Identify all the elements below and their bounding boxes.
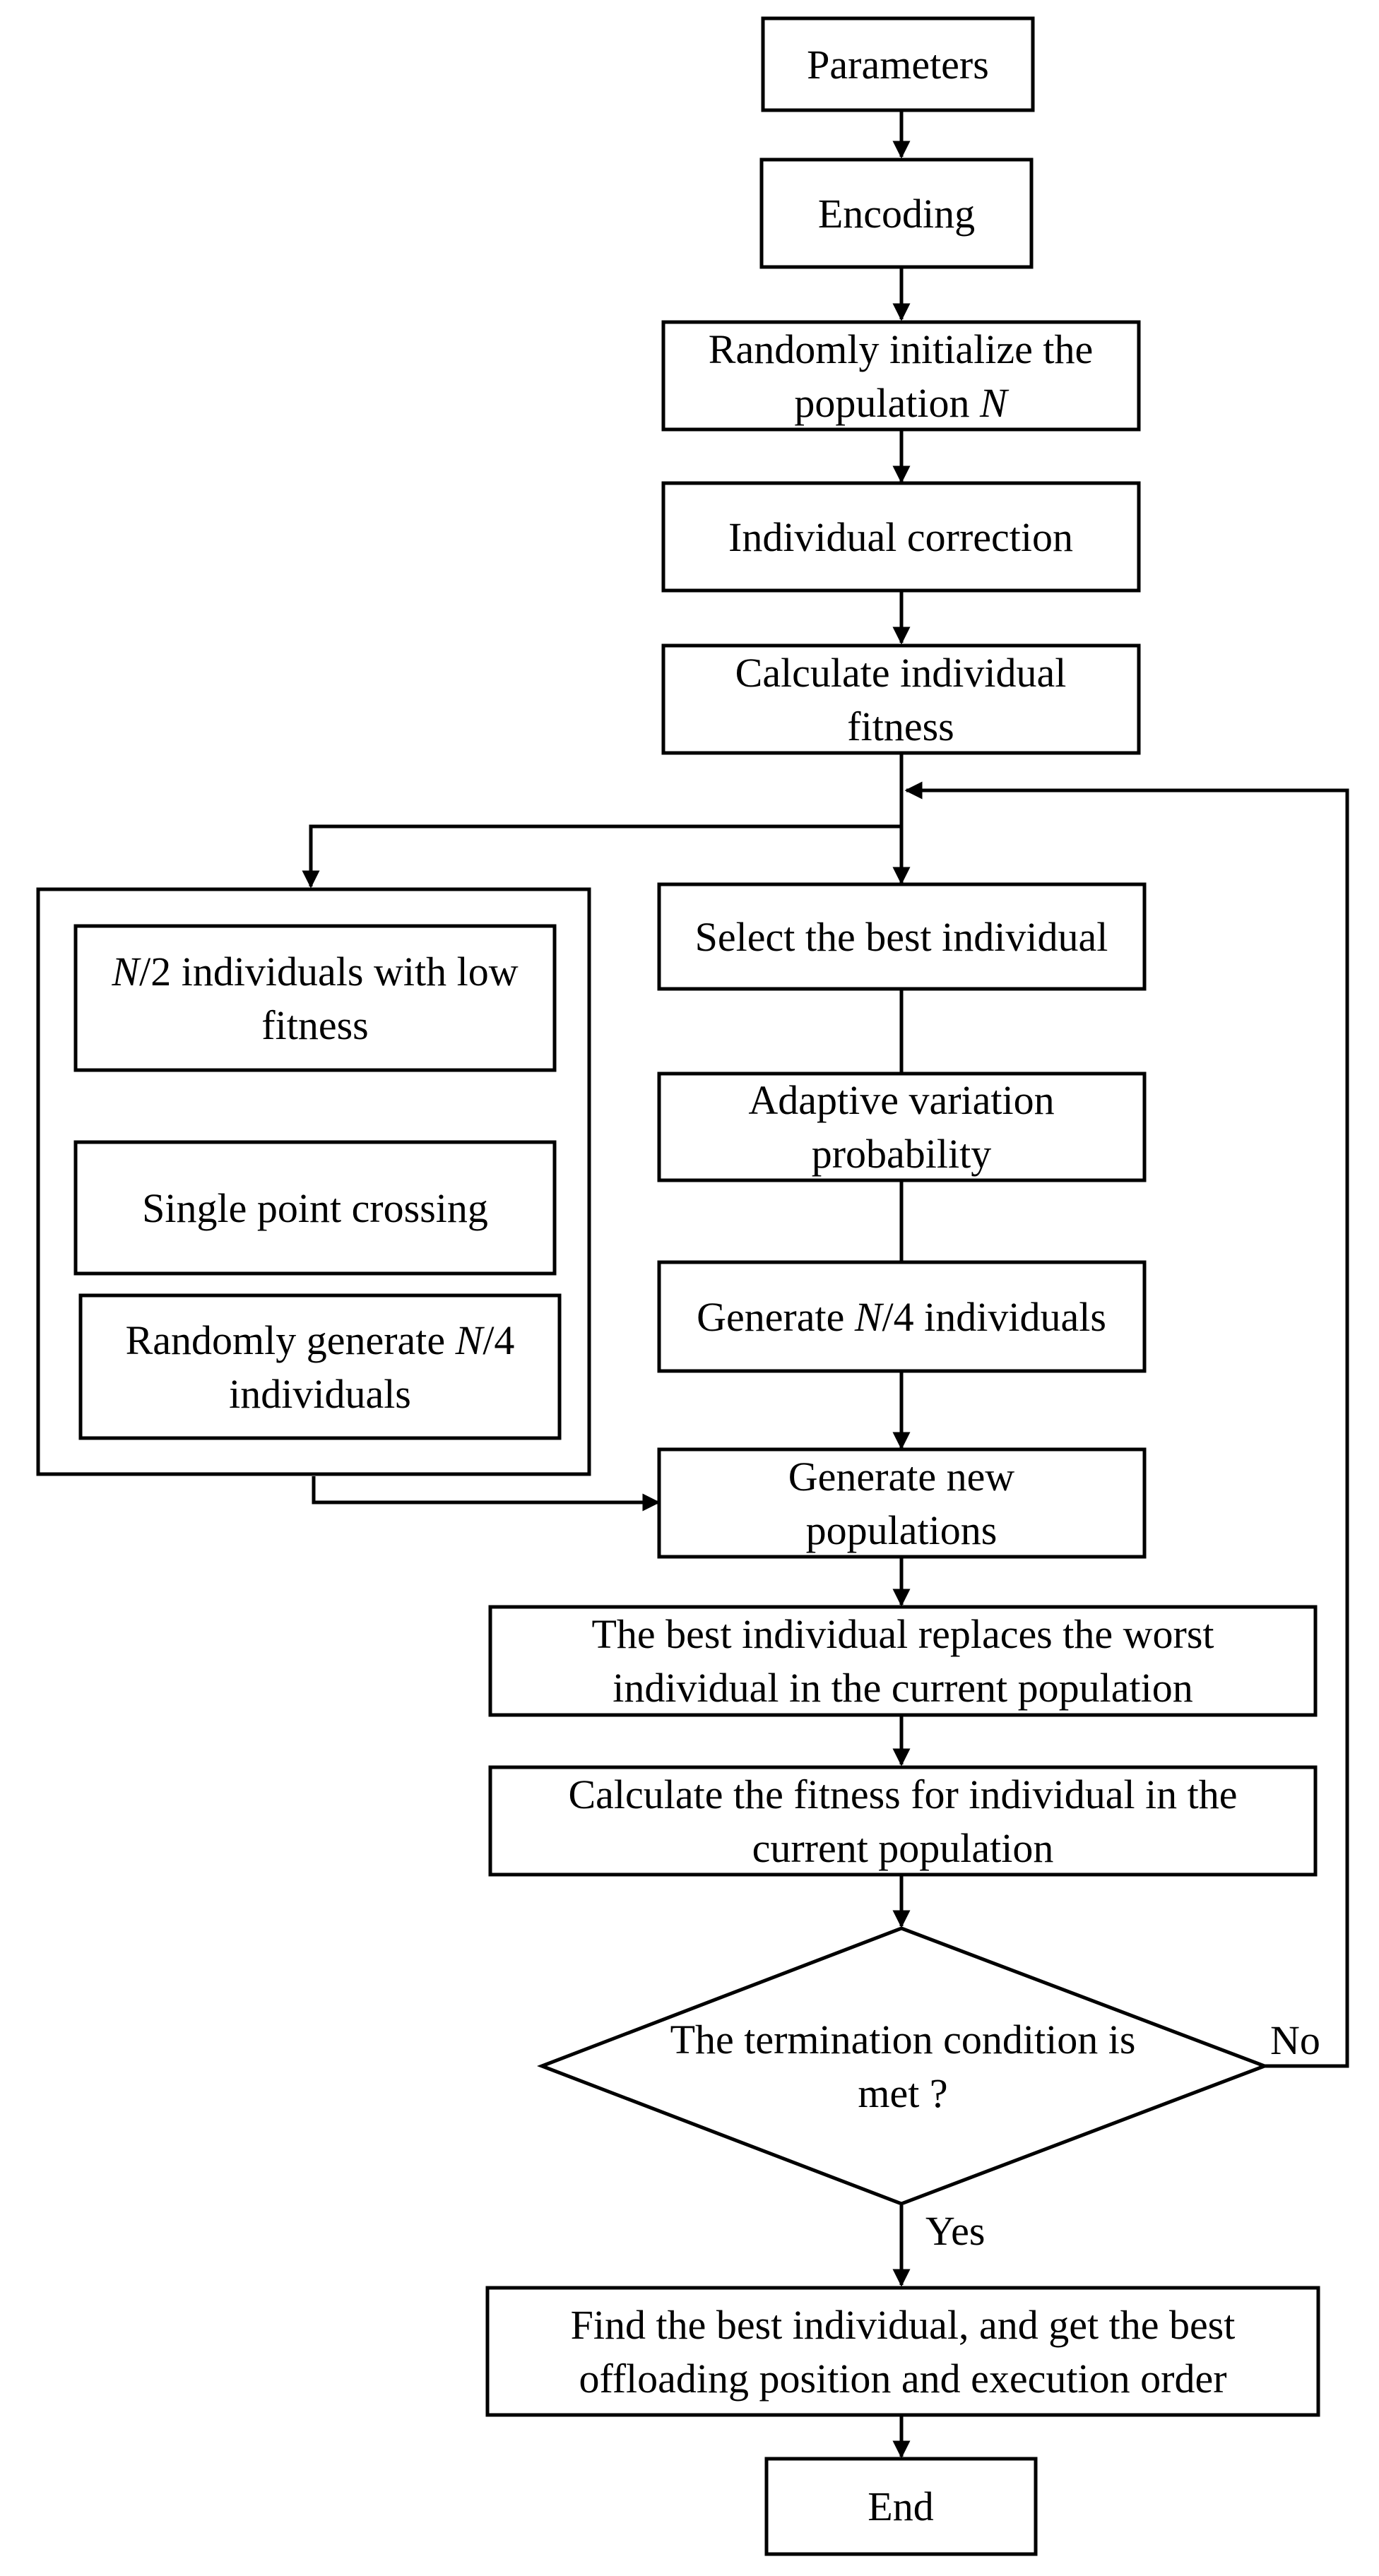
parameters-box	[761, 16, 1035, 112]
calculate-current-box	[488, 1765, 1318, 1877]
edge-split-left-group	[302, 824, 901, 889]
init-population-box	[661, 320, 1141, 432]
single-point-crossing-label: Single point crossing	[142, 1185, 488, 1231]
single-point-crossing-box	[73, 1140, 557, 1276]
individual-correction-label: Individual correction	[728, 514, 1073, 560]
calculate-fitness-box	[661, 643, 1141, 755]
edge-termination-no-loop	[904, 781, 1349, 2068]
encoding-label: Encoding	[818, 191, 975, 237]
individual-correction-box	[661, 481, 1141, 593]
encoding-box	[759, 158, 1034, 269]
no-edge-label: No	[1270, 2017, 1320, 2063]
select-best-label: Select the best individual	[695, 914, 1108, 960]
shapes	[36, 16, 1320, 2556]
labels: Parameters Encoding Randomly initialize …	[111, 42, 1320, 2529]
end-box	[764, 2457, 1038, 2556]
end-label: End	[868, 2483, 933, 2529]
termination-diamond	[537, 1926, 1270, 2206]
edge-left-group-newpop	[312, 1476, 661, 1512]
generate-quarter-label: Generate N/4 individuals	[697, 1294, 1106, 1340]
select-best-box	[657, 882, 1147, 991]
parameters-label: Parameters	[807, 42, 989, 88]
find-best-label: Find the best individual, and get the be…	[571, 2302, 1236, 2402]
generate-quarter-box	[657, 1260, 1147, 1373]
low-fitness-box	[73, 924, 557, 1072]
calculate-current-label: Calculate the fitness for individual in …	[568, 1771, 1237, 1871]
replace-worst-box	[488, 1605, 1318, 1717]
random-generate-box	[78, 1293, 562, 1440]
find-best-box	[485, 2286, 1320, 2417]
new-populations-box	[657, 1447, 1147, 1559]
adaptive-variation-box	[657, 1072, 1147, 1182]
yes-edge-label: Yes	[925, 2208, 985, 2254]
